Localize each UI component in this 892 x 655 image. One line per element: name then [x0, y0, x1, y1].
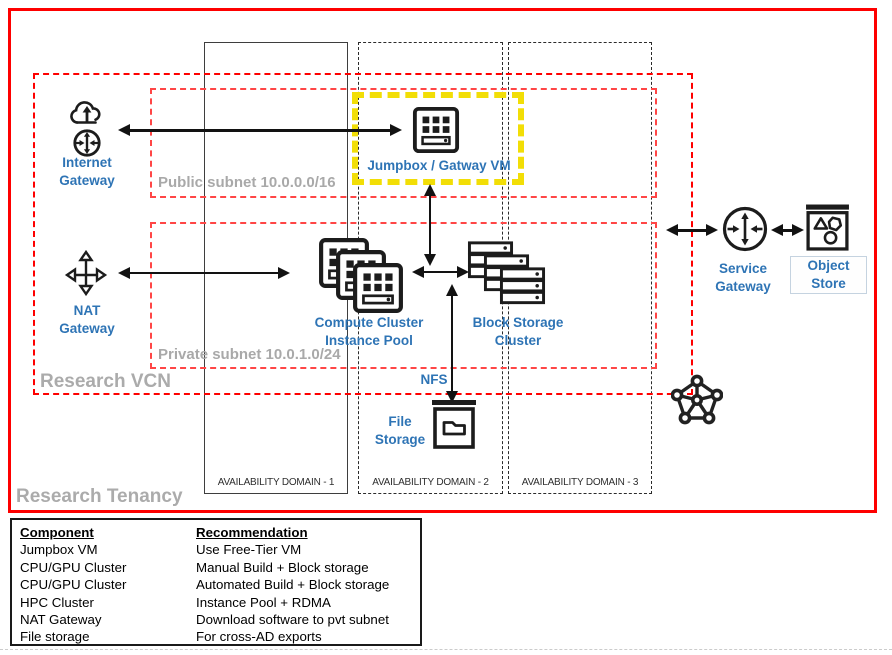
availability-domain-1-label: AVAILABILITY DOMAIN - 1 — [217, 477, 335, 488]
internet-gateway-label: Internet Gateway — [59, 155, 115, 189]
private-subnet-label: Private subnet 10.0.1.0/24 — [158, 346, 341, 363]
table-header-component: Component — [20, 525, 94, 540]
table-row: HPC Cluster Instance Pool + RDMA — [20, 594, 420, 611]
file-storage-label: File Storage — [374, 414, 426, 448]
table-cell-recommendation: Use Free-Tier VM — [196, 542, 302, 558]
nat-gateway-label: NAT Gateway — [59, 303, 115, 337]
research-tenancy-label: Research Tenancy — [16, 486, 183, 507]
bottom-separator — [0, 649, 892, 650]
block-storage-label: Block Storage Cluster — [472, 315, 564, 349]
arrow-nat-gateway-compute — [130, 271, 278, 274]
table-header-recommendation: Recommendation — [196, 525, 308, 540]
table-row: File storage For cross-AD exports — [20, 628, 420, 645]
public-subnet-label: Public subnet 10.0.0.0/16 — [158, 174, 336, 191]
table-cell-recommendation: Automated Build + Block storage — [196, 577, 390, 593]
table-cell-component: HPC Cluster — [20, 594, 94, 610]
arrow-internet-gateway-jumpbox — [130, 129, 390, 132]
table-cell-recommendation: Instance Pool + RDMA — [196, 594, 331, 610]
compute-cluster-label: Compute Cluster Instance Pool — [314, 315, 424, 349]
arrow-compute-block-storage — [424, 270, 457, 273]
availability-domain-3-label: AVAILABILITY DOMAIN - 3 — [521, 477, 639, 488]
table-row: CPU/GPU Cluster Manual Build + Block sto… — [20, 559, 420, 576]
arrow-jumpbox-compute — [428, 196, 432, 254]
service-gateway-icon — [721, 205, 769, 253]
table-cell-recommendation: For cross-AD exports — [196, 629, 322, 645]
private-subnet-box — [150, 222, 657, 369]
availability-domain-2-label: AVAILABILITY DOMAIN - 2 — [372, 477, 489, 488]
table-cell-component: CPU/GPU Cluster — [20, 577, 127, 593]
table-cell-component: NAT Gateway — [20, 612, 102, 628]
jumpbox-vm-icon — [412, 106, 460, 154]
cluster-network-mesh-icon — [671, 373, 723, 425]
table-cell-component: CPU/GPU Cluster — [20, 559, 127, 575]
research-tenancy-box — [8, 8, 877, 513]
nfs-label: NFS — [420, 372, 448, 387]
recommendation-table: Component Recommendation Jumpbox VM Use … — [10, 518, 422, 646]
table-row: NAT Gateway Download software to pvt sub… — [20, 611, 420, 628]
table-cell-recommendation: Manual Build + Block storage — [196, 559, 369, 575]
table-row: Jumpbox VM Use Free-Tier VM — [20, 541, 420, 558]
table-cell-recommendation: Download software to pvt subnet — [196, 612, 389, 628]
file-storage-icon — [431, 399, 477, 451]
block-storage-icon — [467, 240, 547, 308]
nat-gateway-icon — [63, 250, 109, 300]
jumpbox-label: Jumpbox / Gatway VM — [367, 158, 511, 173]
research-vcn-box — [33, 73, 693, 395]
arrow-nfs-file-storage — [450, 296, 454, 391]
table-header-row: Component Recommendation — [20, 524, 420, 541]
research-vcn-label: Research VCN — [40, 371, 171, 392]
table-row: CPU/GPU Cluster Automated Build + Block … — [20, 576, 420, 593]
object-store-label: Object Store — [807, 257, 850, 291]
compute-cluster-icon — [318, 237, 404, 314]
public-subnet-box — [150, 88, 657, 198]
service-gateway-label: Service Gateway — [715, 261, 771, 295]
object-store-label-box: Object Store — [790, 256, 867, 294]
table-cell-component: File storage — [20, 629, 90, 645]
object-store-icon — [805, 204, 850, 251]
internet-gateway-icon — [65, 101, 109, 159]
arrow-service-gateway-object-store — [783, 229, 792, 232]
table-cell-component: Jumpbox VM — [20, 542, 98, 558]
jumpbox-highlight-box — [352, 92, 524, 185]
arrow-vcn-service-gateway — [678, 229, 706, 232]
